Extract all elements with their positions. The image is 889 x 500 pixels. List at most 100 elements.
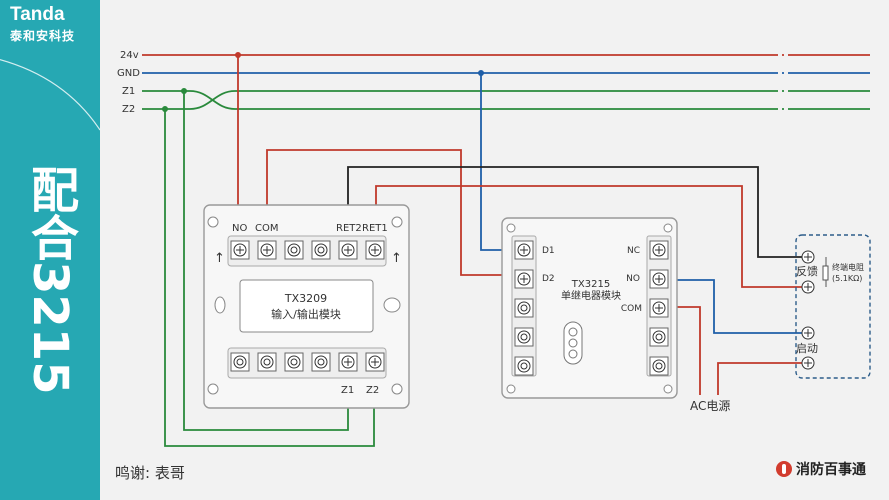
- terminal-screw-icon: [365, 240, 385, 260]
- terminal-screw-icon: [311, 352, 331, 372]
- wires: [164, 55, 812, 447]
- tx3215-screw-bl: [506, 384, 516, 394]
- brand-name-cn: 泰和安科技: [10, 29, 76, 43]
- footer-logo-text: 消防百事通: [796, 462, 866, 478]
- tx3215-switch: [563, 321, 583, 365]
- terminal-screw-icon: [338, 352, 358, 372]
- tx3209-label-plate: [239, 279, 374, 333]
- bus-label-z2: Z2: [122, 104, 135, 115]
- footer-logo: 消防百事通: [776, 459, 866, 479]
- arrow-up-icon: ↑: [214, 251, 225, 266]
- bus-label-24v: 24v: [120, 50, 139, 61]
- tx3215-screw-br: [663, 384, 673, 394]
- terminal-screw-icon: [514, 356, 534, 376]
- terminal-box: 反馈 启动 终端电阻 (5.1KΩ): [795, 234, 871, 379]
- bus-z1-line: [142, 90, 870, 110]
- tx3209-label-z2: Z2: [366, 385, 379, 396]
- terminal-screw-icon: [257, 352, 277, 372]
- terminal-screw-icon: [649, 269, 669, 289]
- tx3209-screw-br: [391, 383, 403, 395]
- terminal-screw-icon: [514, 269, 534, 289]
- bus-label-z1: Z1: [122, 86, 135, 97]
- wire-com-to-d2: [266, 149, 512, 276]
- start-label: 启动: [796, 342, 818, 355]
- tx3209-led-left: [214, 296, 226, 314]
- terminal-screw-icon: [284, 240, 304, 260]
- tx3209-label-ret2: RET2: [336, 223, 362, 234]
- tx3209-screw-bl: [207, 383, 219, 395]
- terminal-screw-icon: [311, 240, 331, 260]
- brand-name-en: Tanda: [10, 4, 65, 25]
- bus-lines: 24v GND Z1 Z2: [117, 48, 870, 116]
- tx3209-led-right: [383, 297, 401, 313]
- wire-ret1-to-feedback: [375, 185, 812, 288]
- terminal-screw-icon: [514, 298, 534, 318]
- terminal-screw-icon: [801, 356, 815, 370]
- tx3215-screw-tl: [506, 223, 516, 233]
- tx3215-screw-tr: [663, 223, 673, 233]
- terminal-screw-icon: [230, 352, 250, 372]
- wire-ac-to-start: [717, 362, 812, 395]
- wire-no-to-start: [665, 279, 812, 334]
- arrow-up-icon: ↑: [391, 251, 402, 266]
- tx3209-screw-tr: [391, 216, 403, 228]
- wire-z2-to-module: [164, 109, 375, 447]
- bus-break-marks: [778, 48, 788, 116]
- ac-power-label: AC电源: [690, 399, 730, 413]
- terminal-screw-icon: [284, 352, 304, 372]
- tx3209-label-no: NO: [232, 223, 247, 234]
- terminal-screw-icon: [514, 327, 534, 347]
- sidebar-decor-arc: [0, 59, 100, 131]
- tx3215-right-terminals: [649, 240, 669, 376]
- tx3215-switch-pin: [568, 327, 578, 337]
- terminal-screw-icon: [257, 240, 277, 260]
- tx3215-label-com: COM: [621, 304, 642, 314]
- resistor-label: 终端电阻: [832, 262, 864, 272]
- bus-label-gnd: GND: [117, 68, 140, 79]
- terminal-screw-icon: [230, 240, 250, 260]
- sidebar: Tanda 泰和安科技 配合3215: [0, 0, 100, 500]
- tx3215-body: [501, 217, 678, 399]
- resistor-value: (5.1KΩ): [832, 274, 862, 283]
- tx3215-label-d1: D1: [542, 246, 555, 256]
- tx3215-label-nc: NC: [627, 246, 640, 256]
- tx3215-label-no: NO: [626, 274, 640, 284]
- terminal-screw-icon: [649, 298, 669, 318]
- credit-text: 鸣谢: 表哥: [115, 464, 185, 482]
- terminal-screw-icon: [801, 250, 815, 264]
- tx3209-model: TX3209: [284, 292, 327, 305]
- tx3209-bottom-terminals: [230, 352, 385, 372]
- feedback-label: 反馈: [796, 265, 818, 278]
- tx3209-label-com: COM: [255, 223, 278, 234]
- tx3209-top-terminals: [230, 240, 385, 260]
- terminal-screw-icon: [649, 240, 669, 260]
- bus-z2-line: [142, 90, 870, 110]
- tx3215-model: TX3215: [571, 279, 610, 290]
- sidebar-title: 配合3215: [22, 165, 78, 395]
- tx3209-bottom-terminal-strip: [227, 347, 387, 379]
- tx3209-label-z1: Z1: [341, 385, 354, 396]
- terminal-screw-icon: [338, 240, 358, 260]
- module-tx3209: NO COM RET2 RET1 ↑ ↑ TX3209 输入/输出模块: [203, 204, 410, 409]
- terminal-screw-icon: [649, 356, 669, 376]
- fire-logo-icon: [776, 461, 792, 477]
- terminal-screw-icon: [801, 326, 815, 340]
- resistor-icon: [822, 265, 829, 281]
- wire-z1-to-module: [183, 91, 349, 431]
- tx3215-left-terminals: [514, 240, 534, 376]
- tx3209-top-terminal-strip: [227, 235, 387, 267]
- terminal-screw-icon: [801, 280, 815, 294]
- terminal-box-border: [795, 234, 871, 379]
- terminal-screw-icon: [649, 327, 669, 347]
- terminal-screw-icon: [514, 240, 534, 260]
- tx3215-name: 单继电器模块: [561, 289, 621, 302]
- terminal-screw-icon: [365, 352, 385, 372]
- tx3209-screw-tl: [207, 216, 219, 228]
- tx3215-label-d2: D2: [542, 274, 555, 284]
- tx3215-switch-pin: [568, 349, 578, 359]
- tx3209-name: 输入/输出模块: [271, 307, 341, 321]
- wire-ret2-to-feedback: [347, 166, 812, 258]
- tx3209-label-ret1: RET1: [362, 223, 388, 234]
